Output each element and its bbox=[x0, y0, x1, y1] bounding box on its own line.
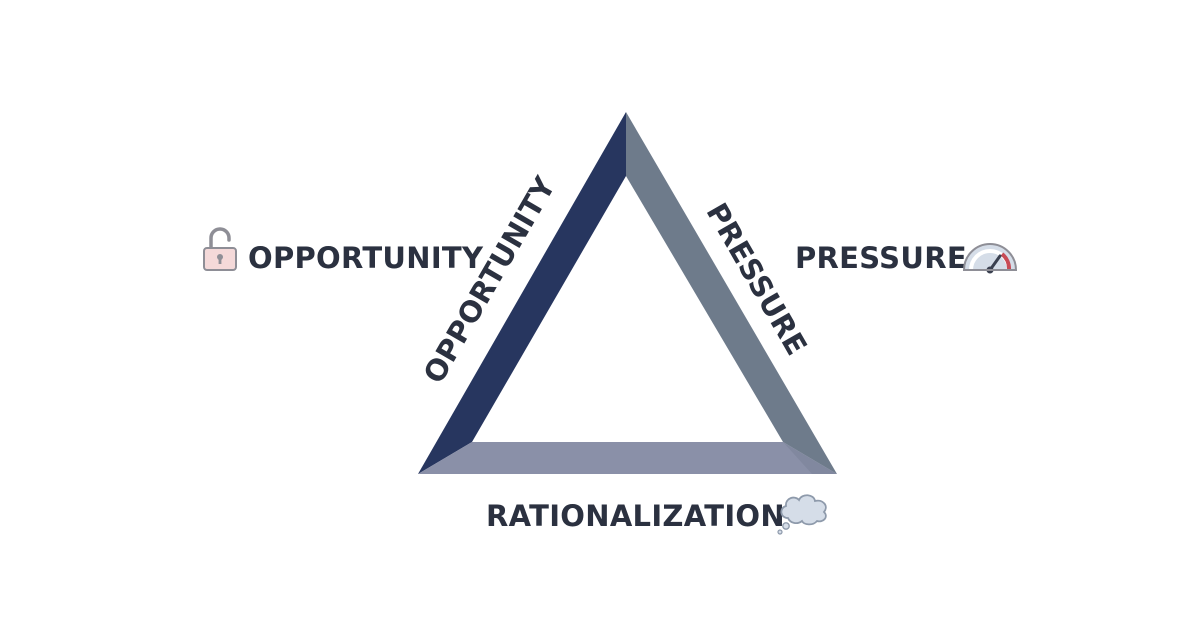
triangle-corner-shade bbox=[783, 442, 837, 474]
pressure-gauge-icon bbox=[962, 243, 1018, 274]
thought-cloud-icon bbox=[777, 494, 827, 535]
unlocked-padlock-icon bbox=[203, 227, 237, 271]
triangle-side-pressure bbox=[626, 112, 837, 474]
triangle-side-opportunity bbox=[418, 112, 626, 474]
opportunity-label: OPPORTUNITY bbox=[248, 241, 484, 275]
rationalization-label: RATIONALIZATION bbox=[486, 499, 785, 533]
triangle-side-rationalization bbox=[418, 442, 837, 474]
pressure-label: PRESSURE bbox=[795, 241, 967, 275]
